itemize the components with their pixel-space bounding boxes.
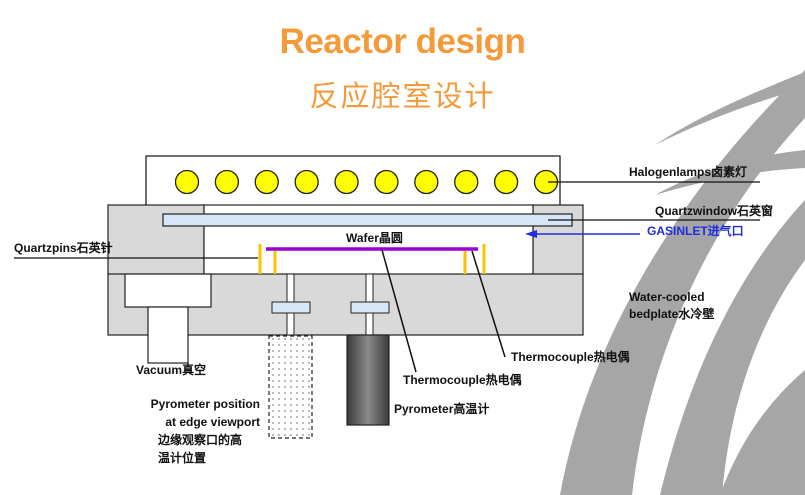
label-thermocouple-right: Thermocouple热电偶: [511, 350, 630, 364]
swirl-mid-tip: [655, 150, 805, 195]
edge-pyrometer-position: [268, 335, 313, 439]
halogen-lamp: [374, 169, 399, 195]
label-wafer: Wafer晶圆: [346, 231, 403, 245]
label-water-cooled-bedplate: Water-cooled bedplate水冷壁: [629, 289, 714, 323]
edge-viewport-window: [271, 301, 311, 314]
label-vacuum: Vacuum真空: [136, 363, 207, 377]
label-gas-inlet: GASINLET进气口: [647, 224, 744, 238]
label-pyrometer-edge-line1: Pyrometer position: [150, 397, 260, 411]
label-pyrometer-edge-line4: 温计位置: [158, 451, 207, 465]
center-pyrometer: [346, 334, 390, 426]
vacuum-pipe: [147, 306, 189, 364]
leader-thermocouple-center: [381, 249, 417, 373]
label-pyrometer-edge-line3: 边缘观察口的高: [158, 433, 243, 447]
swirl-band-tail: [720, 370, 805, 495]
swirl-band-outer: [560, 70, 805, 495]
halogen-lamp: [294, 169, 319, 195]
title-english: Reactor design: [279, 22, 526, 61]
swirl-top-tip: [655, 72, 805, 145]
gas-inlet-arrowhead-icon: [525, 230, 537, 238]
halogen-lamp: [334, 169, 359, 195]
halogen-lamp: [254, 169, 279, 195]
label-water-cooled-line1: Water-cooled: [629, 290, 705, 304]
vacuum-port-cavity: [124, 273, 212, 308]
title-chinese: 反应腔室设计: [309, 81, 496, 113]
halogen-lamp: [414, 169, 439, 195]
halogen-lamp: [174, 169, 200, 195]
label-thermocouple-center: Thermocouple热电偶: [403, 373, 522, 387]
label-pyrometer-edge-position: Pyrometer position at edge viewport 边缘观察…: [140, 395, 260, 467]
halogen-lamp-row: [174, 169, 559, 195]
label-water-cooled-line2: bedplate水冷壁: [629, 307, 715, 321]
label-pyrometer-edge-line2: at edge viewport: [165, 415, 260, 429]
halogen-lamp: [454, 169, 479, 195]
halogen-lamp: [214, 169, 240, 195]
leader-thermocouple-right: [471, 250, 506, 358]
swirl-band-inner: [660, 200, 805, 495]
quartz-window: [162, 213, 573, 227]
label-quartz-pins: Quartzpins石英针: [14, 241, 113, 255]
center-viewport-window: [350, 301, 390, 314]
label-halogen-lamps: Halogenlamps卤素灯: [629, 165, 748, 179]
label-pyrometer: Pyrometer高温计: [394, 402, 490, 416]
label-quartz-window: Quartzwindow石英窗: [655, 204, 773, 218]
halogen-lamp: [493, 169, 519, 195]
